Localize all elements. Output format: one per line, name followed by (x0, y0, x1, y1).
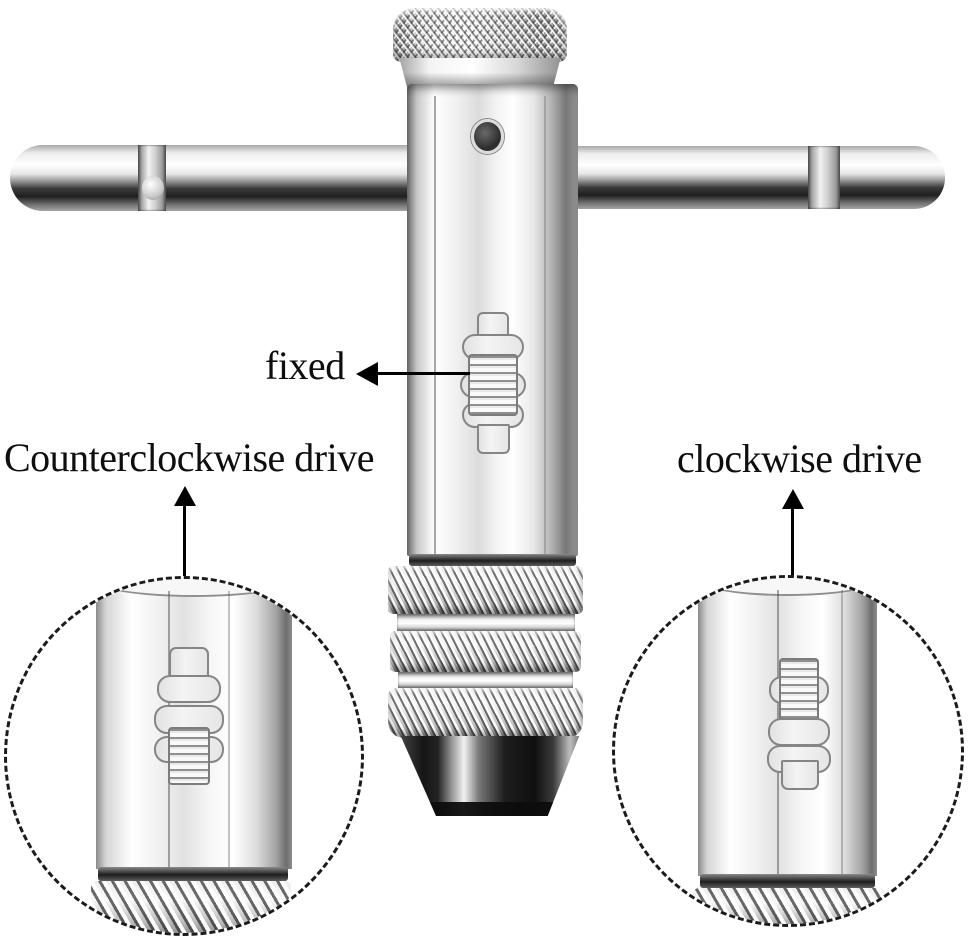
callout-cw-selector-tab-bottom (781, 760, 819, 790)
ratchet-cap-knob (393, 8, 567, 62)
chuck-knurled-ring-3 (388, 688, 583, 738)
collet-jaws (400, 736, 580, 816)
callout-cw-selector-ribbed-knob (779, 658, 819, 722)
chuck-groove-2 (398, 672, 573, 688)
fixed-arrow-line (374, 372, 470, 375)
fixed-arrow (356, 362, 470, 386)
callout-cw-selector-collar-2 (768, 718, 830, 746)
arrow-up-icon (782, 489, 804, 509)
t-handle-left-detent-ball (142, 176, 164, 200)
callout-cw-groove (700, 874, 875, 888)
selector-ribbed-knob (468, 354, 518, 416)
chuck-knurled-ring-2 (390, 631, 581, 672)
clockwise-arrow-line (791, 506, 794, 577)
callout-ccw-selector-collar-1 (157, 675, 221, 703)
t-handle-left-bar (10, 145, 410, 211)
t-handle-right-groove (808, 146, 840, 209)
callout-ccw-slot-right-edge (228, 591, 230, 867)
body-slot-left-edge (434, 96, 436, 554)
counterclockwise-callout-circle (4, 576, 364, 936)
chuck-knurled-ring-1 (388, 566, 583, 614)
counterclockwise-label: Counterclockwise drive (4, 435, 375, 480)
t-handle-right-bar (576, 146, 945, 209)
clockwise-arrow (781, 489, 805, 577)
callout-cw-slot-right-edge (841, 590, 843, 874)
clockwise-label: clockwise drive (677, 436, 922, 481)
selector-tab-bottom (477, 424, 510, 454)
callout-ccw-groove (98, 867, 288, 881)
counterclockwise-arrow (173, 486, 197, 579)
spindle-pin (471, 119, 504, 154)
arrow-up-icon (174, 486, 196, 506)
chuck-groove-1 (397, 614, 575, 631)
body-chuck-groove (409, 554, 576, 566)
counterclockwise-arrow-line (183, 503, 186, 579)
body-slot-right-edge (544, 96, 546, 554)
callout-cw-knurled-ring (693, 888, 885, 924)
arrow-left-icon (356, 362, 378, 386)
clockwise-callout-circle (612, 575, 964, 927)
fixed-label: fixed (265, 343, 345, 388)
callout-ccw-knurled-ring (91, 881, 291, 933)
callout-ccw-selector-ribbed-knob (168, 727, 210, 785)
